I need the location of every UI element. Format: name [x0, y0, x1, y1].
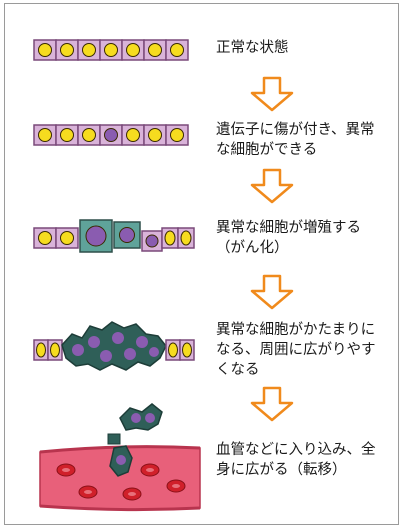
normal-cell — [121, 39, 145, 61]
normal-cell — [179, 339, 195, 361]
normal-cell — [77, 124, 101, 146]
normal-cell — [177, 227, 195, 249]
normal-cell — [161, 227, 179, 249]
normal-cell — [143, 39, 167, 61]
normal-cell — [55, 39, 79, 61]
normal-cell — [33, 227, 57, 249]
normal-cell-row — [33, 39, 189, 61]
normal-cell — [33, 39, 57, 61]
down-arrow-icon — [250, 168, 294, 204]
red-blood-cell — [140, 463, 160, 477]
stage-2-label: 遺伝子に傷が付き、異常 な細胞ができる — [216, 122, 375, 158]
down-arrow-icon — [250, 76, 294, 112]
blood-vessel — [39, 445, 201, 512]
normal-cell — [47, 339, 63, 361]
normal-cell — [33, 124, 57, 146]
normal-cell — [55, 124, 79, 146]
proliferating-cell-row — [33, 219, 195, 253]
normal-cell — [165, 39, 189, 61]
tumor-cluster — [61, 321, 167, 371]
red-blood-cell — [122, 487, 142, 501]
normal-cell — [143, 124, 167, 146]
cancer-cell — [79, 219, 113, 253]
normal-cell — [55, 227, 79, 249]
abnormal-cell — [141, 230, 163, 252]
cancer-cell — [113, 221, 141, 249]
stage-1-label: 正常な状態 — [216, 40, 289, 56]
normal-cell — [77, 39, 101, 61]
normal-cell — [121, 124, 145, 146]
down-arrow-icon — [250, 386, 294, 422]
tumor-mass-row — [33, 321, 195, 371]
stage-5-label: 血管などに入り込み、全 身に広がる（転移） — [216, 442, 376, 478]
diagram-frame — [4, 3, 399, 525]
down-arrow-icon — [250, 274, 294, 310]
stage-4-label: 異常な細胞がかたまりに なる、周囲に広がりやす くなる — [216, 322, 376, 378]
normal-cell — [99, 39, 123, 61]
normal-cell — [165, 339, 181, 361]
abnormal-cell — [99, 124, 123, 146]
stage-3-label: 異常な細胞が増殖する （がん化） — [216, 220, 361, 256]
normal-cell — [165, 124, 189, 146]
normal-cell — [33, 339, 49, 361]
red-blood-cell — [56, 463, 76, 477]
red-blood-cell — [166, 479, 186, 493]
red-blood-cell — [78, 485, 98, 499]
metastasizing-cancer-cells — [107, 403, 163, 477]
mutated-cell-row — [33, 124, 189, 146]
